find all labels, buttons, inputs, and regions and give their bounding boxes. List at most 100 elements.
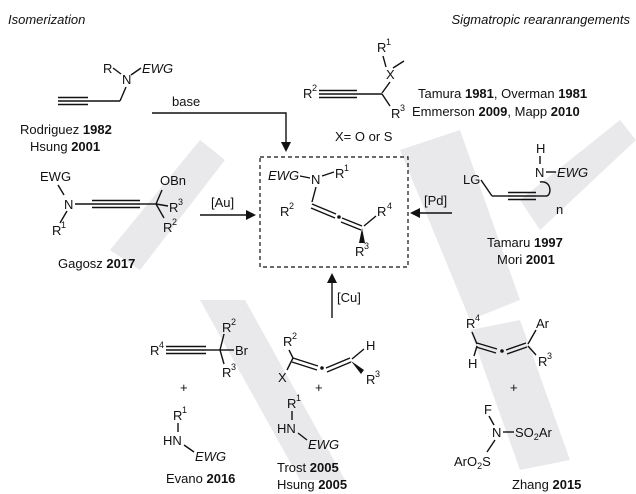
amide-nucleophile-center: R 1 HN EWG [277,393,339,452]
svg-text:H: H [468,356,477,371]
header-isomerization: Isomerization [8,12,85,27]
svg-text:EWG: EWG [557,165,588,180]
svg-text:R: R [169,200,178,215]
svg-text:R: R [355,244,364,259]
svg-text:EWG: EWG [268,168,299,183]
reagent-au: [Au] [211,195,234,210]
svg-text:R: R [538,354,547,369]
svg-text:R: R [163,220,172,235]
svg-text:2: 2 [312,83,317,93]
citation-hsung-2005: Hsung 2005 [277,477,347,492]
haloallene-substrate: R 2 H R 3 X [278,331,380,387]
svg-text:3: 3 [178,197,183,207]
reagent-base: base [172,94,200,109]
svg-text:3: 3 [400,103,405,113]
propargyl-amide-substrate: R N EWG [58,61,173,106]
svg-text:3: 3 [547,351,552,361]
svg-text:4: 4 [387,201,392,211]
svg-text:HN: HN [163,433,182,448]
citation-gagosz: Gagosz 2017 [58,256,135,271]
svg-text:LG: LG [463,172,480,187]
svg-text:EWG: EWG [308,437,339,452]
homopropargyl-amide-substrate: H N EWG LG n [463,141,588,217]
svg-text:R: R [366,372,375,387]
svg-text:Br: Br [235,343,249,358]
arrow-base [152,112,291,152]
svg-text:R: R [280,204,289,219]
svg-text:N: N [311,172,320,187]
svg-text:N: N [122,72,131,87]
propargylic-x-substrate: R 1 X R 2 R 3 [303,37,405,121]
svg-text:2: 2 [172,217,177,227]
svg-text:R: R [222,320,231,335]
reagent-cu: [Cu] [337,290,361,305]
svg-text:F: F [484,402,492,417]
svg-text:R: R [173,408,182,423]
svg-text:EWG: EWG [142,61,173,76]
citation-tamaru: Tamaru 1997 [487,235,563,250]
svg-text:1: 1 [61,220,66,230]
svg-text:N: N [64,197,73,212]
svg-text:n: n [556,202,563,217]
target-product-box [259,156,409,268]
svg-text:3: 3 [231,362,236,372]
citation-hsung-2001: Hsung 2001 [30,139,100,154]
svg-text:3: 3 [375,369,380,379]
citation-mori: Mori 2001 [497,252,555,267]
svg-text:R: R [52,223,61,238]
svg-text:R: R [377,40,386,55]
amide-nucleophile-left: R 1 HN EWG [163,405,226,464]
svg-text:1: 1 [182,405,187,415]
svg-text:R: R [377,204,386,219]
svg-text:ArO2S: ArO2S [454,454,491,471]
citation-trost: Trost 2005 [277,460,339,475]
citation-zhang: Zhang 2015 [512,477,581,492]
svg-text:R: R [283,334,292,349]
svg-text:R: R [287,396,296,411]
svg-text:1: 1 [386,37,391,47]
citations-emmerson-mapp: Emmerson 2009, Mapp 2010 [412,104,580,119]
svg-text:R: R [303,86,312,101]
plus-evano: + [180,380,188,395]
ynamide-substrate: EWG N R 1 OBn R 3 R 2 [40,169,186,238]
svg-text:X: X [278,370,287,385]
svg-text:1: 1 [296,393,301,403]
svg-text:2: 2 [289,201,294,211]
aryl-allene-substrate: R 4 Ar R 3 H [466,313,552,371]
svg-text:4: 4 [475,313,480,323]
svg-text:1: 1 [344,163,349,173]
svg-text:H: H [536,141,545,156]
svg-text:N: N [535,165,544,180]
svg-text:R: R [222,365,231,380]
svg-text:R: R [103,61,112,76]
nfsi-reagent: F N SO2Ar ArO2S [454,402,552,471]
header-sigmatropic: Sigmatropic rearanrangements [452,12,631,27]
svg-text:4: 4 [159,340,164,350]
svg-text:SO2Ar: SO2Ar [515,425,552,442]
svg-text:Ar: Ar [536,316,550,331]
plus-trost: + [315,380,323,395]
svg-text:2: 2 [292,331,297,341]
svg-text:OBn: OBn [160,173,186,188]
citation-evano: Evano 2016 [166,471,235,486]
reagent-pd: [Pd] [424,193,447,208]
citation-rodriguez: Rodriguez 1982 [20,122,112,137]
svg-text:R: R [466,316,475,331]
svg-text:2: 2 [231,317,236,327]
allenamide-product: EWG N R 1 R 2 R 4 R 3 [268,163,392,259]
watermark [110,120,636,480]
svg-text:R: R [391,106,400,121]
svg-text:X: X [386,67,395,82]
svg-text:R: R [150,343,159,358]
svg-text:HN: HN [277,421,296,436]
note-x-definition: X= O or S [335,129,393,144]
svg-text:EWG: EWG [40,169,71,184]
svg-text:R: R [335,166,344,181]
svg-text:3: 3 [364,241,369,251]
svg-text:N: N [492,425,501,440]
svg-text:EWG: EWG [195,449,226,464]
plus-zhang: + [510,380,518,395]
citations-tamura-overman: Tamura 1981, Overman 1981 [418,86,587,101]
propargyl-bromide-substrate: R 4 R 2 Br R 3 [150,317,249,380]
